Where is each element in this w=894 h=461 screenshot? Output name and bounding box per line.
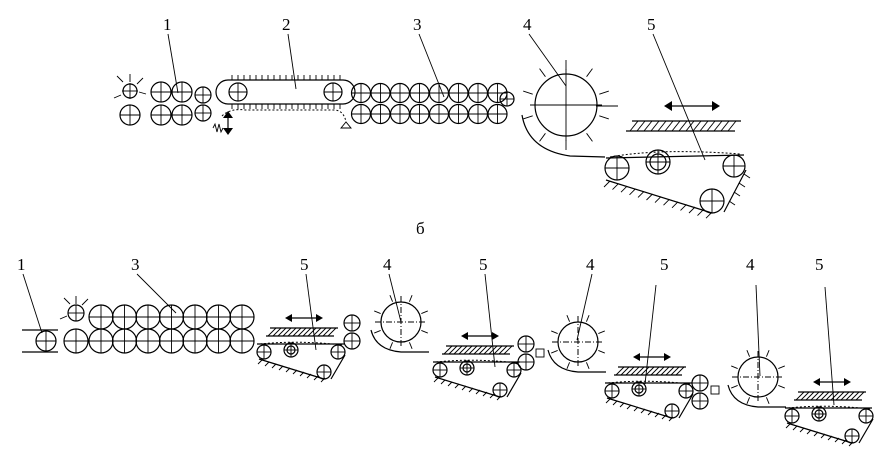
bottom-callout-5c: 5 (660, 255, 669, 274)
bottom-drum (727, 350, 786, 408)
bottom-leader-5b (484, 273, 496, 368)
conveyor-roller (811, 406, 827, 422)
bottom-feed-section (22, 296, 89, 353)
top-roll-lower (350, 103, 372, 125)
top-roll-upper (428, 82, 450, 104)
top-roll-upper (448, 82, 469, 104)
transfer-roller (691, 374, 709, 392)
bottom-callout-5b: 5 (479, 255, 488, 274)
top-roll-lower (389, 103, 411, 125)
conveyor-roller (631, 381, 647, 397)
transfer-roller (517, 353, 535, 371)
transfer-roller (517, 335, 535, 353)
guide-block (710, 385, 720, 395)
top-roll-upper (389, 82, 411, 104)
conveyor-roller (506, 362, 522, 378)
bottom-leader-4c (755, 284, 761, 377)
top-roll-lower (487, 103, 508, 125)
bottom-big-roll-lower (229, 328, 255, 354)
bottom-leader-5a (305, 273, 317, 351)
bottom-drum (547, 315, 606, 373)
top-roll-upper (467, 82, 489, 104)
bottom-leader-4a (388, 273, 402, 323)
top-spiked-feed-roller (113, 74, 147, 99)
bottom-leader-1 (22, 273, 43, 334)
top-scheme: 1 2 3 4 5 (113, 15, 751, 219)
bottom-stages (256, 295, 874, 447)
bottom-big-roll-upper (158, 304, 185, 330)
top-large-drum (521, 60, 618, 158)
top-roll-lower (370, 103, 391, 125)
bottom-leader-3 (136, 273, 177, 314)
bottom-big-roll-upper (229, 304, 255, 330)
top-needle-belt-conveyor (212, 75, 356, 135)
conveyor-roller (330, 344, 346, 360)
top-roll-upper (350, 82, 372, 104)
top-callout-2: 2 (282, 15, 291, 34)
bottom-leader-5d (824, 286, 835, 406)
top-roll-lower (428, 103, 450, 125)
bottom-callout-3: 3 (131, 255, 140, 274)
top-roll-group-3 (350, 82, 515, 125)
variant-label: б (416, 219, 425, 238)
conveyor-roller (604, 383, 620, 399)
bottom-big-roll-lower (111, 328, 138, 354)
bottom-leader-4b (576, 273, 593, 341)
bottom-callout-4c: 4 (746, 255, 755, 274)
top-callout-4: 4 (523, 15, 532, 34)
conveyor-roller (432, 362, 448, 378)
bottom-callout-5a: 5 (300, 255, 309, 274)
bottom-big-roll-lower (63, 328, 89, 354)
top-inclined-conveyor (603, 101, 751, 219)
bottom-conveyor (784, 378, 874, 447)
bottom-big-roll-lower (205, 328, 232, 354)
bottom-big-roll-lower (88, 328, 114, 354)
bottom-big-roll-upper (88, 304, 114, 330)
top-roll-lower (467, 103, 489, 125)
bottom-big-roll-upper (182, 304, 208, 330)
bottom-big-roll-upper (111, 304, 138, 330)
guide-block (535, 348, 545, 358)
bottom-callout-5d: 5 (815, 255, 824, 274)
bottom-callout-4a: 4 (383, 255, 392, 274)
conveyor-roller (784, 408, 800, 424)
bottom-conveyor (432, 332, 522, 401)
bottom-scheme: 1 3 5 4 5 4 5 4 5 (17, 255, 874, 447)
top-leader-5 (652, 33, 706, 161)
bottom-big-roll-lower (182, 328, 208, 354)
transfer-roller (343, 332, 361, 350)
transfer-roller (343, 314, 361, 332)
conveyor-roller (283, 342, 299, 358)
bottom-conveyor (604, 353, 694, 422)
bottom-callout-1: 1 (17, 255, 26, 274)
bottom-big-roll-upper (205, 304, 232, 330)
top-roll-small (499, 91, 515, 107)
top-leader-2 (287, 33, 297, 90)
top-callout-5: 5 (647, 15, 656, 34)
top-roll-upper (370, 82, 391, 104)
bottom-big-roll-lower (158, 328, 185, 354)
bottom-big-roll-upper (135, 304, 161, 330)
top-roll-lower (409, 103, 430, 125)
transfer-roller (691, 392, 709, 410)
top-callout-3: 3 (413, 15, 422, 34)
top-leader-3 (418, 33, 445, 98)
top-leader-4 (528, 33, 567, 87)
bottom-drum (370, 295, 429, 353)
top-roll-group-1 (119, 81, 212, 126)
bottom-big-roll-lower (135, 328, 161, 354)
top-callout-1: 1 (163, 15, 172, 34)
top-roll-upper (409, 82, 430, 104)
conveyor-roller (678, 383, 694, 399)
bottom-callout-4b: 4 (586, 255, 595, 274)
conveyor-roller (459, 360, 475, 376)
bottom-roll-group-3 (63, 304, 255, 354)
conveyor-roller (858, 408, 874, 424)
bottom-conveyor (256, 314, 346, 383)
top-roll-lower (448, 103, 469, 125)
conveyor-roller (256, 344, 272, 360)
